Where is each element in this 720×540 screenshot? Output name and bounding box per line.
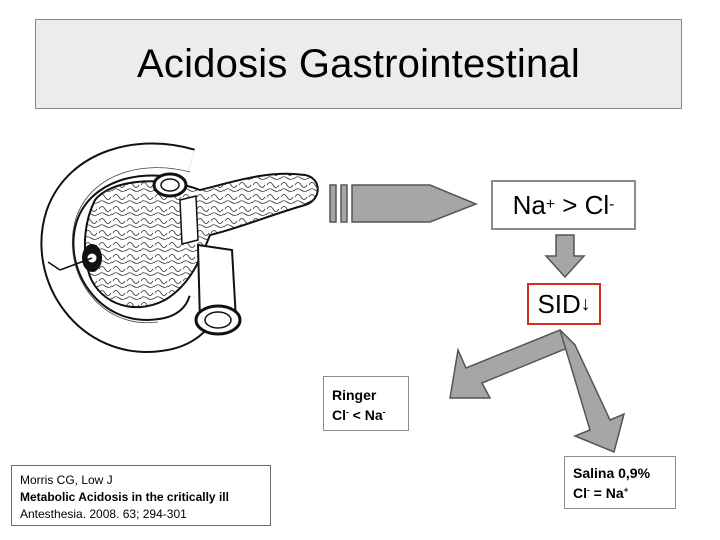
na-charge: + xyxy=(623,484,629,495)
reference-authors: Morris CG, Low J xyxy=(20,473,113,487)
ringer-title: Ringer xyxy=(332,387,377,403)
na-cl-box: Na+ > Cl- xyxy=(491,180,636,230)
branch-arrows xyxy=(449,329,626,454)
operator: < Na xyxy=(348,407,383,423)
reference-journal: Antesthesia. 2008. 63; 294-301 xyxy=(20,507,187,521)
right-arrow xyxy=(329,184,479,223)
cl-charge: - xyxy=(346,406,349,417)
salina-box: Salina 0,9% Cl- = Na+ xyxy=(564,456,676,509)
salina-title: Salina 0,9% xyxy=(573,465,651,481)
sid-box: SID↓ xyxy=(527,283,601,325)
title-box: Acidosis Gastrointestinal xyxy=(35,19,682,109)
down-arrow xyxy=(544,234,586,279)
sid-label: SID xyxy=(537,288,581,319)
cl-label: Cl xyxy=(584,189,610,220)
cl-label: Cl xyxy=(332,407,346,423)
operator: = Na xyxy=(589,485,624,501)
reference-article: Metabolic Acidosis in the critically ill xyxy=(20,490,229,504)
na-label: Na xyxy=(512,189,546,220)
pancreas-duodenum-icon xyxy=(40,142,319,353)
salina-formula: Cl- = Na+ xyxy=(573,483,675,503)
ringer-formula: Cl- < Na- xyxy=(332,405,408,425)
na-charge: - xyxy=(382,406,386,417)
reference-box: Morris CG, Low J Metabolic Acidosis in t… xyxy=(11,465,271,526)
operator: > xyxy=(554,189,585,220)
slide-title: Acidosis Gastrointestinal xyxy=(137,41,580,86)
ringer-box: Ringer Cl- < Na- xyxy=(323,376,409,431)
cl-charge: - xyxy=(587,484,590,495)
cl-label: Cl xyxy=(573,485,587,501)
